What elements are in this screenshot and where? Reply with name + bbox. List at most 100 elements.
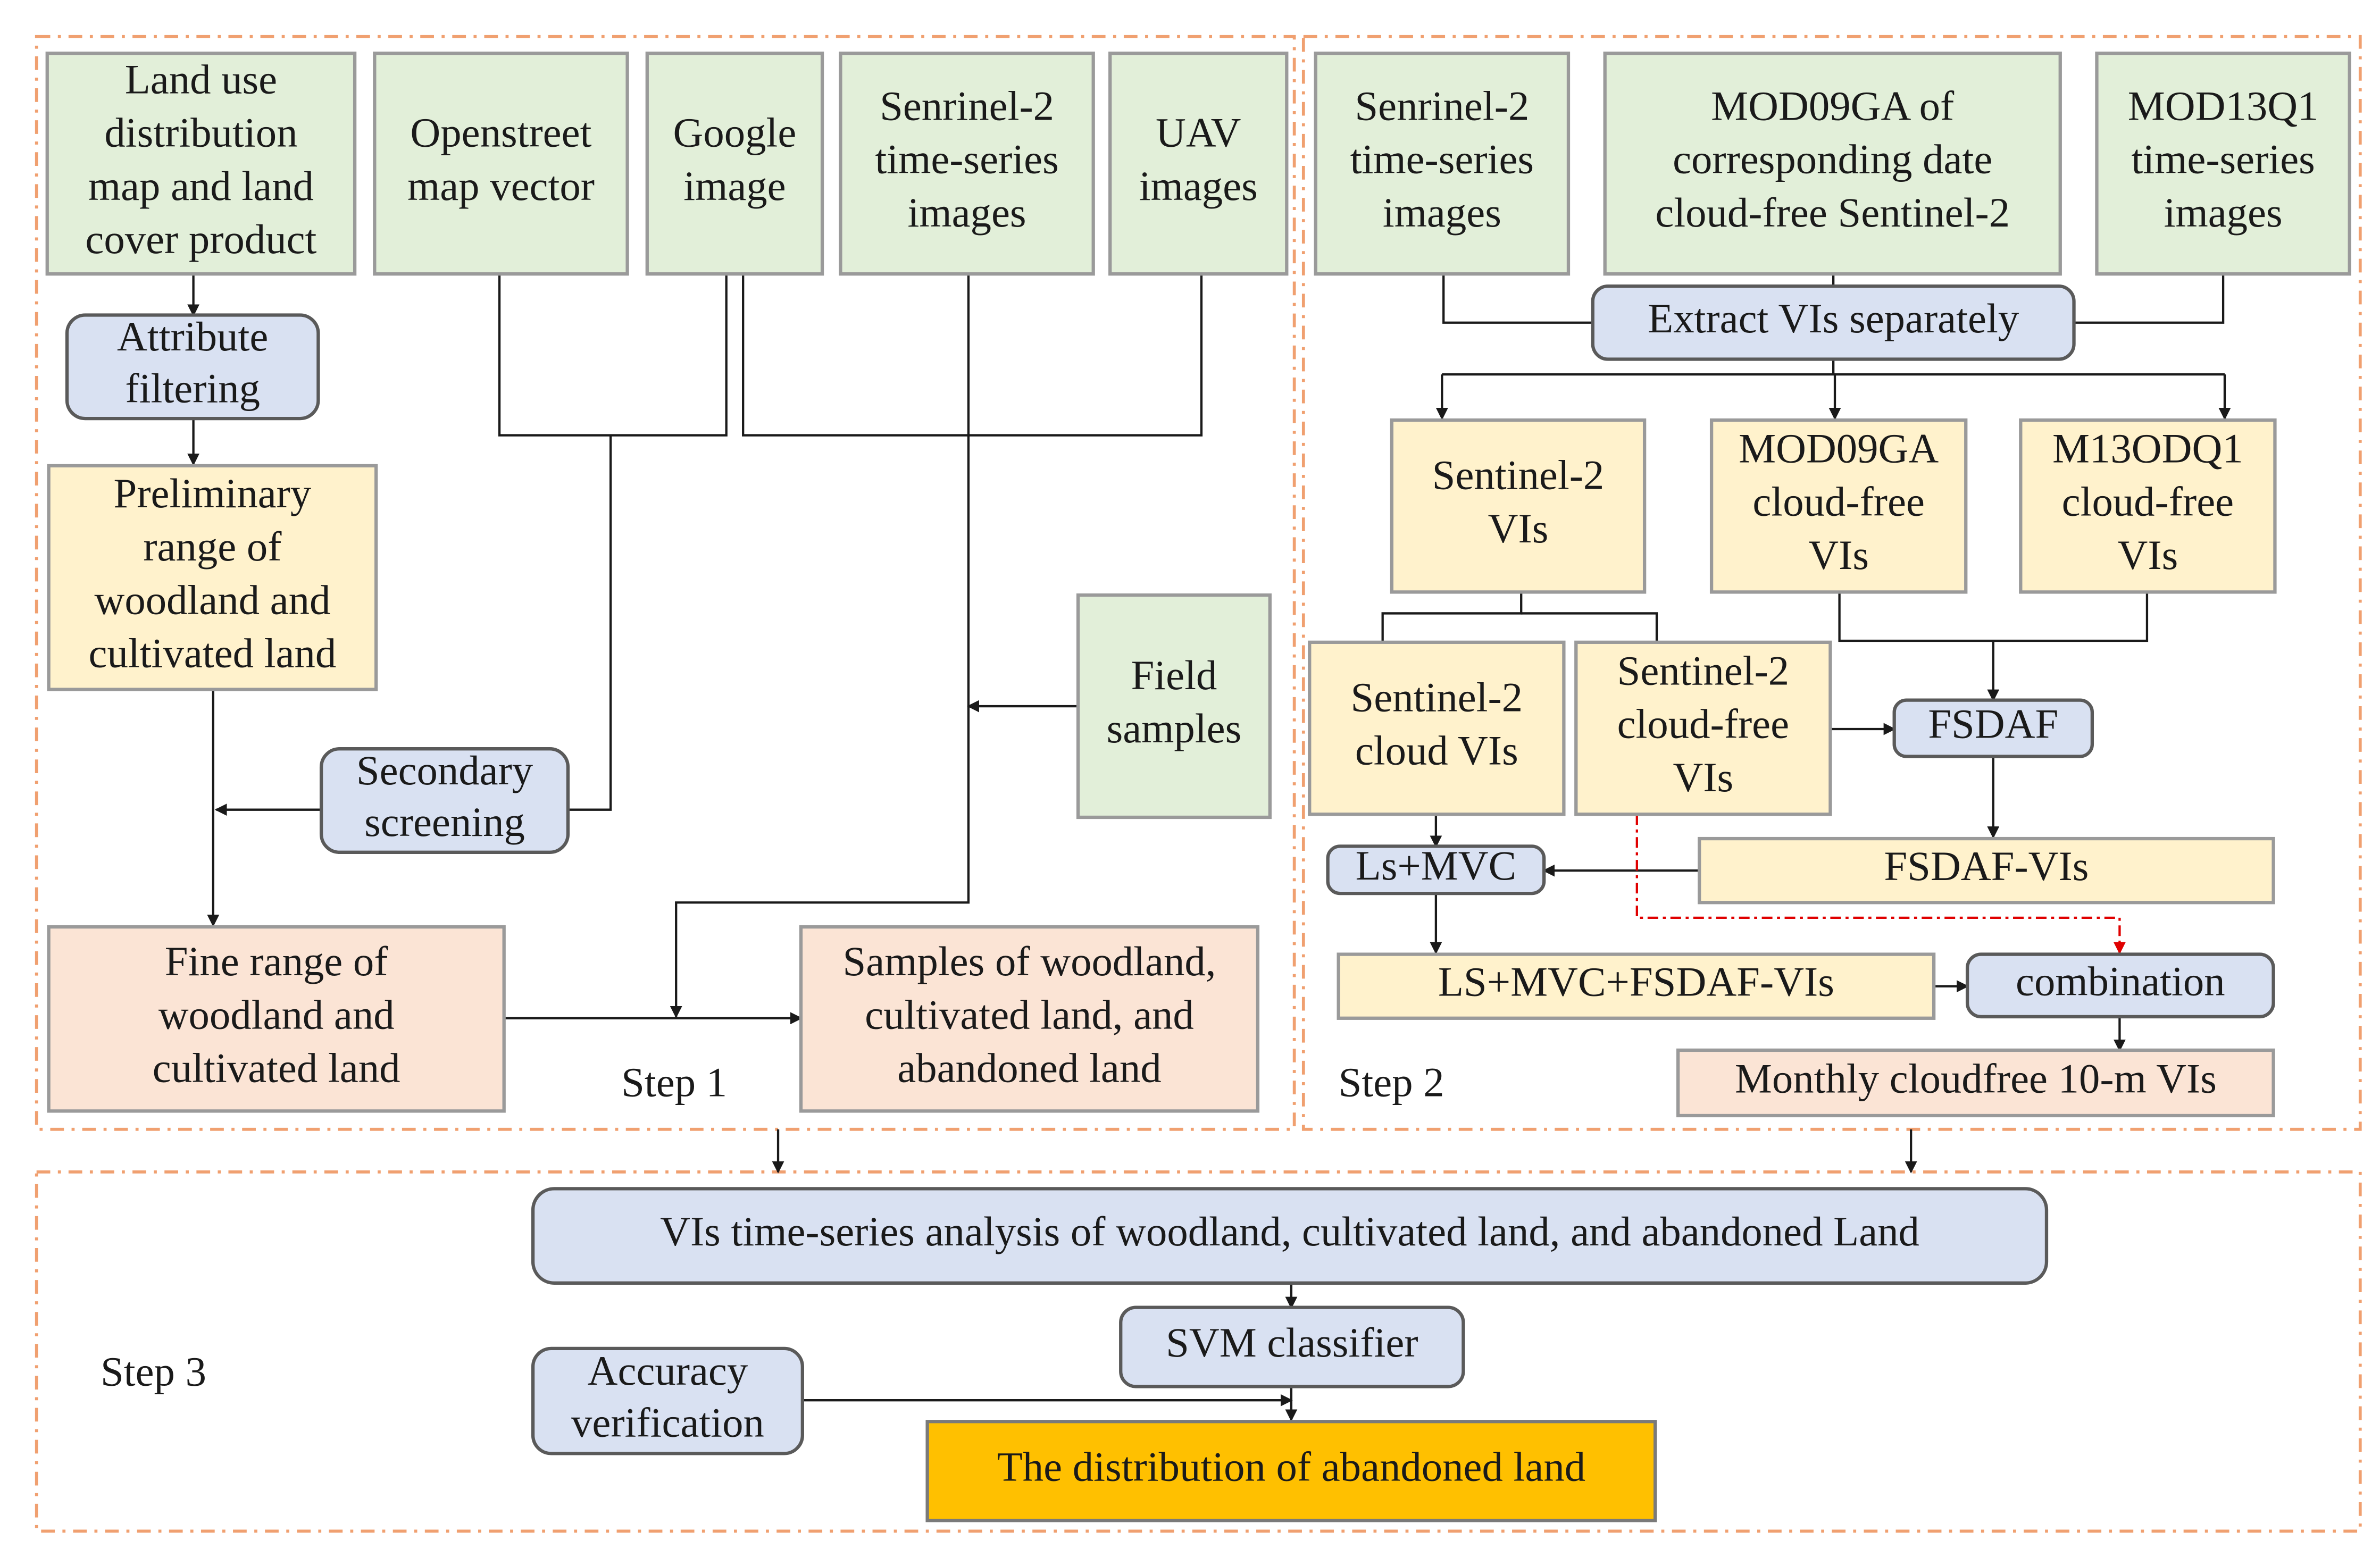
node-field-line: samples [1107,706,1242,752]
node-s2cloud-line: Sentinel-2 [1351,675,1523,721]
node-mod09ga-vis-box [1709,418,1968,594]
node-combination: combination [1965,952,2275,1019]
node-m13odq1-vis-line: M13ODQ1 [2052,426,2243,472]
node-prelim-box [47,464,378,691]
node-mod09ga-vis-line: MOD09GA [1739,426,1939,472]
node-attr-filter: Attribute filtering [65,313,320,421]
node-s2vis-line: VIs [1488,506,1549,552]
node-osm-box [373,52,629,276]
node-osm-line: Openstreet [410,110,591,156]
node-fsdaf-vis-line: FSDAF-VIs [1884,843,2089,890]
node-google: Google image [645,52,824,276]
node-lsmvc-box [1326,844,1546,895]
node-osm-line: map vector [407,163,595,210]
node-s2cloud-box [1308,640,1566,816]
node-prelim-line: woodland and [94,577,330,623]
node-s2cloudfree-line: Sentinel-2 [1617,648,1790,694]
node-secondary-box [319,747,570,854]
node-mod13q1-line: time-series [2131,137,2315,183]
step1-frame [35,35,1296,1131]
node-accuracy-box [531,1346,804,1455]
step2-label: Step 2 [1339,1060,1444,1106]
node-mod13q1-line: images [2164,190,2283,236]
node-m13odq1-vis-line: cloud-free [2062,479,2234,525]
node-google-line: image [683,163,786,210]
node-fsdaf-vis: FSDAF-VIs [1698,836,2275,905]
node-s2ts-b-line: time-series [1350,137,1534,183]
node-s2ts-b-line: Senrinel-2 [1355,83,1529,130]
node-distribution-line: The distribution of abandoned land [997,1444,1585,1490]
node-s2ts-a: Senrinel-2 time-series images [839,52,1095,276]
node-extract-box [1591,284,2076,361]
node-field-line: Field [1131,652,1217,699]
step2-connectors [1381,274,2231,1052]
node-mod09ga-vis-line: VIs [1808,532,1869,579]
node-svm-box [1119,1305,1465,1388]
node-monthly: Monthly cloudfree 10-m VIs [1676,1048,2275,1118]
node-fine-range-line: Fine range of [165,939,389,985]
node-mod13q1-box [2095,52,2351,276]
nodes-layer: Land use distribution map and land cover pr… [45,52,2351,1522]
node-field-box [1076,593,1272,819]
node-secondary-line: screening [364,799,525,846]
node-landuse: Land use distribution map and land cover pr… [45,52,357,276]
node-s2ts-b-line: images [1383,190,1501,236]
node-s2cloud: Sentinel-2 cloud VIs [1308,640,1566,816]
node-fine-range-box [47,925,506,1113]
node-s2ts-a-line: Senrinel-2 [880,83,1054,130]
node-mod09ga-line: MOD09GA of [1711,83,1955,130]
node-fsdaf-vis-box [1698,836,2275,905]
node-svm: SVM classifier [1119,1305,1465,1388]
node-vis-ts: VIs time-series analysis of woodland, cu… [531,1187,2049,1285]
node-fsdaf-line: FSDAF [1928,701,2058,748]
node-s2cloud-line: cloud VIs [1355,728,1518,774]
node-google-line: Google [673,110,797,156]
node-monthly-line: Monthly cloudfree 10-m VIs [1735,1056,2217,1102]
node-attr-filter-box [65,313,320,421]
node-landuse-line: cover product [85,216,316,263]
node-uav-box [1108,52,1289,276]
node-landuse-line: distribution [104,110,297,156]
node-secondary-line: Secondary [356,748,533,794]
node-m13odq1-vis-box [2019,418,2277,594]
node-fsdaf: FSDAF [1892,698,2094,758]
node-s2cloudfree-line: VIs [1673,755,1733,801]
node-attr-filter-line: Attribute [117,314,268,360]
node-monthly-box [1676,1048,2275,1118]
step2-frame [1301,35,2362,1131]
node-s2ts-a-line: images [908,190,1026,236]
node-samples: Samples of woodland,cultivated land, and… [799,925,1260,1113]
node-osm: Openstreet map vector [373,52,629,276]
node-s2ts-b-box [1314,52,1571,276]
step3-frame [35,1170,2362,1533]
node-extract: Extract VIs separately [1591,284,2076,361]
node-landuse-line: Land use [125,56,277,103]
node-prelim-line: Preliminary [114,471,312,517]
node-secondary: Secondary screening [319,747,570,854]
node-lsmvcfsdaf: LS+MVC+FSDAF-VIs [1337,952,1936,1020]
node-lsmvc-line: Ls+MVC [1356,843,1517,889]
node-s2ts-a-line: time-series [875,137,1058,183]
node-mod13q1: MOD13Q1 time-series images [2095,52,2351,276]
step3-label: Step 3 [101,1349,206,1395]
node-combination-line: combination [2016,958,2225,1004]
node-distribution: The distribution of abandoned land [925,1420,1657,1522]
node-lsmvcfsdaf-box [1337,952,1936,1020]
node-mod09ga-box [1603,52,2062,276]
node-landuse-line: map and land [88,163,314,210]
node-field: Field samples [1076,593,1272,819]
node-vis-ts-line: VIs time-series analysis of woodland, cu… [660,1209,1919,1255]
node-vis-ts-box [531,1187,2049,1285]
node-attr-filter-line: filtering [125,366,260,412]
node-accuracy-line: verification [571,1400,764,1446]
node-s2cloudfree-box [1574,640,1832,816]
node-extract-line: Extract VIs separately [1648,296,2019,342]
node-mod13q1-line: MOD13Q1 [2128,83,2319,130]
node-fine-range-line: woodland and [158,992,395,1038]
